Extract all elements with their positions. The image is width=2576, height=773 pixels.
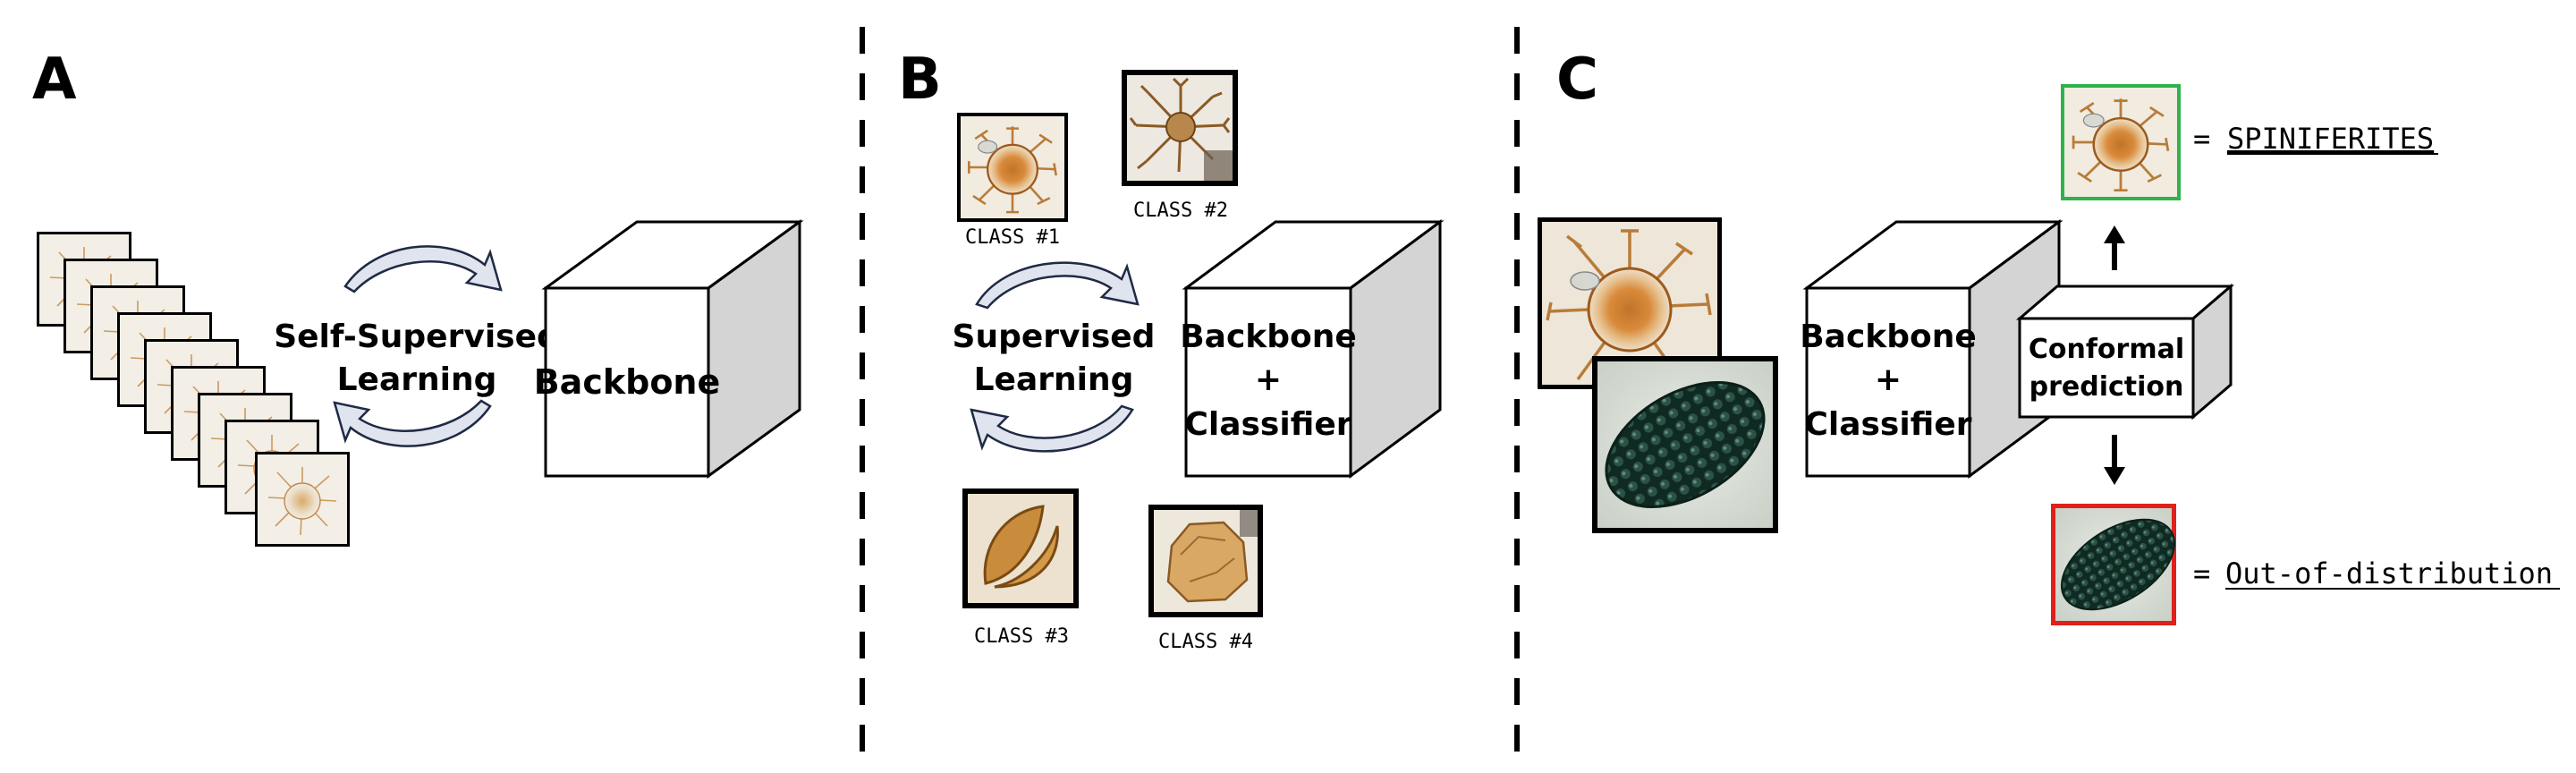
output-image-spiniferites	[2061, 84, 2181, 200]
self-supervised-label-line1: Self-Supervised	[274, 319, 560, 355]
panel-a-letter: A	[32, 47, 77, 113]
class-3-thumbnail	[962, 488, 1079, 608]
cycle-arrows-b	[970, 261, 1140, 453]
image-stack	[37, 232, 350, 547]
panel-b-letter: B	[898, 47, 942, 113]
output-top-equals: =	[2193, 122, 2210, 156]
output-image-ood	[2051, 504, 2176, 625]
class-4-label: CLASS #4	[1158, 631, 1253, 653]
backbone-label-a: Backbone	[534, 362, 721, 402]
class-4-thumbnail	[1148, 505, 1263, 617]
class-2-label: CLASS #2	[1133, 200, 1228, 222]
conformal-label-line1: Conformal	[2029, 334, 2184, 365]
backbone-classifier-cube-b	[1182, 219, 1445, 479]
arrow-up	[2104, 225, 2125, 270]
cube-b-label-line2: +	[1255, 361, 1282, 398]
cube-b-label-line1: Backbone	[1180, 319, 1357, 355]
conformal-prediction-box	[2015, 283, 2235, 420]
output-top-label: SPINIFERITES	[2227, 122, 2434, 156]
class-1-label: CLASS #1	[965, 226, 1060, 249]
backbone-cube-a	[541, 219, 804, 479]
conformal-label-line2: prediction	[2029, 371, 2184, 403]
panel-c-letter: C	[1556, 47, 1598, 113]
self-supervised-label-line2: Learning	[337, 361, 497, 398]
cube-c-label-line1: Backbone	[1800, 319, 1977, 355]
cycle-arrows-a	[333, 245, 503, 447]
supervised-label-line2: Learning	[974, 361, 1134, 398]
output-bottom-label: Out-of-distribution	[2225, 556, 2553, 590]
class-2-thumbnail	[1122, 70, 1238, 186]
class-1-thumbnail	[957, 113, 1068, 222]
output-bottom-equals: =	[2193, 556, 2210, 590]
cube-c-label-line2: +	[1875, 361, 1902, 398]
cube-b-label-line3: Classifier	[1184, 406, 1352, 443]
cube-c-label-line3: Classifier	[1804, 406, 1971, 443]
input-image-ood	[1592, 356, 1778, 533]
supervised-label-line1: Supervised	[953, 319, 1156, 355]
class-3-label: CLASS #3	[974, 625, 1069, 648]
arrow-down	[2104, 435, 2125, 485]
